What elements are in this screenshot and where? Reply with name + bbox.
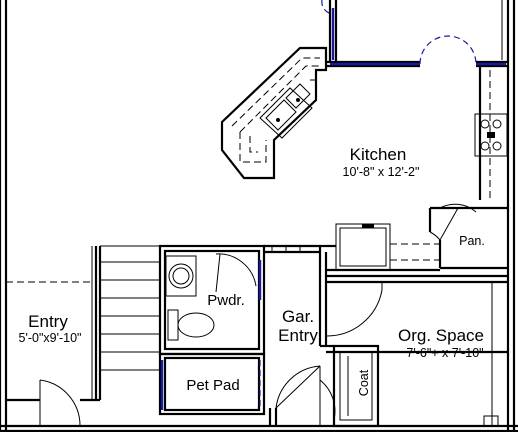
pantry — [428, 203, 508, 268]
entry-dims: 5'-0"x9'-10" — [19, 331, 82, 345]
org-space-label: Org. Space — [398, 326, 484, 345]
powder-label: Pwdr. — [207, 292, 245, 309]
powder-room — [158, 244, 320, 356]
range-stove — [474, 66, 508, 200]
pantry-label: Pan. — [459, 234, 485, 248]
pet-pad — [158, 352, 266, 416]
kitchen-dims: 10'-8" x 12'-2" — [343, 165, 420, 179]
pet-pad-label: Pet Pad — [186, 377, 239, 394]
kitchen-counter-angled — [220, 46, 328, 180]
garage-entry-label-2: Entry — [278, 326, 318, 345]
right-lower-wall — [483, 282, 499, 427]
garage-entry-label-1: Gar. — [282, 307, 314, 326]
kitchen-top-wall — [321, 0, 508, 68]
kitchen-label: Kitchen — [350, 145, 407, 164]
entry-door — [6, 379, 100, 427]
coat-closet — [332, 344, 380, 428]
stairs — [6, 245, 160, 400]
coat-label: Coat — [357, 369, 371, 396]
org-space-dims: 7'-6"+ x 7'-10" — [406, 346, 483, 360]
entry-label: Entry — [28, 312, 68, 331]
sink — [259, 83, 313, 139]
kitchen-lower-walls — [318, 223, 508, 284]
